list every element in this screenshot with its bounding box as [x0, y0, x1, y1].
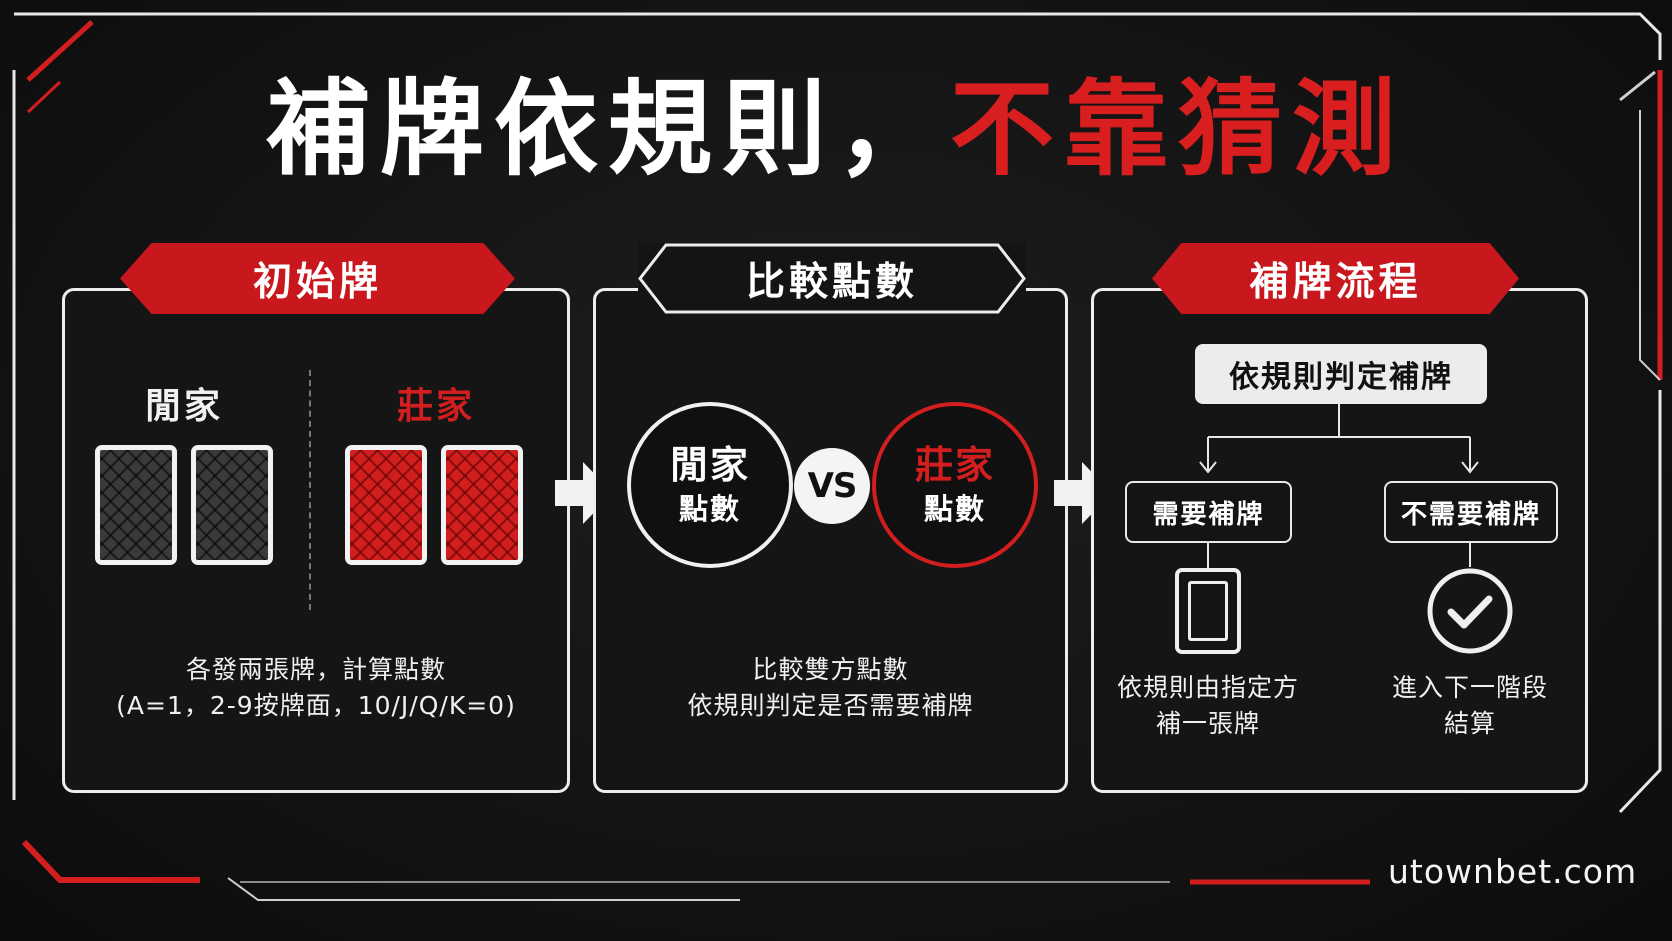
- banker-label: 莊家: [397, 386, 476, 427]
- initial-description: 各發兩張牌，計算點數 (A=1，2-9按牌面，10/J/Q/K=0): [116, 655, 516, 720]
- vs-badge: VS: [794, 448, 870, 524]
- title-white: 補牌依規則，: [265, 68, 950, 190]
- banker-points-circle: 莊家 點數: [872, 402, 1038, 568]
- title-red: 不靠猜測: [950, 68, 1407, 190]
- check-circle-icon: [1427, 568, 1513, 654]
- player-label: 閒家: [145, 386, 224, 427]
- player-points-circle: 閒家 點數: [627, 402, 793, 568]
- no-draw-result: 進入下一階段 結算: [1391, 673, 1548, 738]
- header-draw-process: 補牌流程: [1152, 243, 1519, 314]
- page-title: 補牌依規則，不靠猜測: [0, 72, 1672, 186]
- need-draw-result: 依規則由指定方 補一張牌: [1116, 673, 1299, 738]
- divider: [309, 370, 311, 610]
- arrow-right-icon: [1054, 462, 1112, 524]
- header-initial-cards: 初始牌: [120, 243, 515, 314]
- compare-description: 比較雙方點數 依規則判定是否需要補牌: [687, 655, 974, 720]
- card-back-icon: [441, 445, 523, 565]
- decision-box: 依規則判定補牌: [1195, 344, 1487, 404]
- need-draw-box: 需要補牌: [1125, 481, 1292, 543]
- card-back-icon: [345, 445, 427, 565]
- card-back-icon: [191, 445, 273, 565]
- brand-url: utownbet.com: [1388, 852, 1638, 891]
- arrow-right-icon: [555, 462, 613, 524]
- phone-card-icon: [1175, 568, 1241, 654]
- no-draw-box: 不需要補牌: [1384, 481, 1558, 543]
- header-compare-points: 比較點數: [638, 243, 1026, 314]
- card-back-icon: [95, 445, 177, 565]
